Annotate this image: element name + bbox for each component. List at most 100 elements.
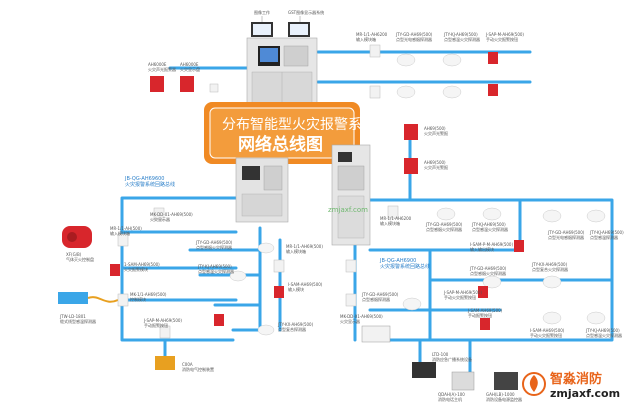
c5: JTY-KX-AH69(500) (277, 322, 314, 327)
top-smoke-detector-2 (396, 85, 416, 99)
c4: I-SAM-AH69(500) (288, 282, 323, 287)
left-loop-devices: MK-DD-01-AH69(500) 火灾显示器 MR-1/1-AH(500) … (58, 207, 323, 372)
cable-s: 消防电气控制装置 (182, 366, 214, 372)
right-smoke-3 (402, 297, 422, 311)
kl-s: 控制模块 (130, 296, 146, 302)
rb6-s: 点型感温火灾探测器 (586, 332, 622, 338)
right-panel-screen (338, 152, 352, 162)
right-smoke-far (542, 209, 562, 223)
banner-line1: 分布智能型火灾报警系统 (222, 116, 376, 133)
watermark: zmjaxf.com (328, 206, 368, 214)
left-control-panel (235, 157, 289, 223)
xj-s: 缆式线型感温探测器 (60, 318, 96, 324)
top-red-b-s: 火灾声光警报 (424, 164, 448, 170)
right-input-module-2 (345, 259, 357, 273)
rr4-s: 点型复合火灾探测器 (532, 266, 568, 272)
xf-mod: 1-SAM-AH69(500) (124, 262, 160, 267)
rb5-s: 手动火灾报警按钮 (530, 332, 562, 338)
box2-s: 消防电话主机 (438, 396, 462, 402)
broadcast-unit (412, 362, 436, 378)
right-heat-1 (482, 207, 502, 221)
rm1-s: 输入模块箱 (380, 220, 400, 226)
rr1-s: 点型光电感烟探测器 (548, 234, 584, 240)
r1-1s: 输入模块箱 (356, 36, 376, 42)
rm4: J-SAM-AH69(500) (467, 308, 503, 313)
laptop-left-screen (253, 24, 271, 35)
xj: JTW-LD-1801 (59, 314, 86, 319)
input-module-left-3 (110, 264, 120, 276)
r1-3s: 点型感温火灾探测器 (444, 36, 480, 42)
mr-input-s: 输入模块箱 (110, 230, 130, 236)
inner-smoke-detector (257, 242, 275, 254)
rm1: MR-1/1-AH6200 (380, 216, 412, 221)
c2-s: 点型感温火灾探测器 (198, 268, 234, 274)
cable-equipment (155, 356, 175, 370)
c3: MR-1/1-AH69(500) (286, 244, 323, 249)
rb4: JTY-GD-AH69(500) (469, 266, 507, 271)
rb3-s: 手动火灾报警按钮 (444, 294, 476, 300)
red-alarm-bottom (404, 158, 418, 174)
rm3-s: 火灾显示器 (340, 318, 360, 324)
right-panel-keys (337, 165, 365, 191)
r1-1: MR-1/1-AH6200 (356, 32, 388, 37)
left-panel-screen (242, 166, 260, 180)
right-smoke-low-far (542, 311, 562, 325)
c3-s: 输入模块箱 (286, 248, 306, 254)
rr4: JTY-KX-AH69(500) (531, 262, 568, 267)
c5-s: 点型复合探测器 (278, 326, 306, 332)
top-input-module-1 (369, 44, 381, 58)
rr1: JTY-GD-AH69(500) (547, 230, 585, 235)
right-input-module-3 (345, 293, 357, 307)
r1-3: JTY-KJ-AH69(500) (443, 32, 478, 37)
rb4-s: 点型感烟火灾探测器 (470, 270, 506, 276)
banner-line2: 网络总线图 (238, 134, 323, 155)
right-display-panel (361, 325, 391, 343)
rb6: JTY-KJ-AH69(500) (585, 328, 620, 333)
bus-right-b: 火灾报警系统回路总线 (380, 263, 430, 270)
monitor-right-label: GST图像显示器系统 (288, 9, 324, 15)
rb1: JTY-GD-AH69(500) (425, 222, 463, 227)
gas-s: 气体灭火控制盘 (66, 256, 94, 262)
right-smoke-2 (482, 275, 502, 289)
mr-input: MR-1/1-AH(500) (110, 226, 142, 231)
left-mod-b-label: AH6000E (180, 62, 199, 67)
console-workstation: 图像工作 GST图像显示器系统 (246, 9, 324, 115)
r1-2s: 点型光电感烟探测器 (396, 36, 432, 42)
left-mod-b-sub: 火灾显示盘 (180, 66, 200, 72)
c2: JTY-KJ-AH69(500) (197, 264, 232, 269)
r1-4: J-SAP-M-AH69(500) (485, 32, 524, 37)
console-panel (283, 45, 309, 67)
inner-heat-detector (229, 270, 247, 282)
rb1-s: 点型感烟火灾探测器 (426, 226, 462, 232)
red-module-a (150, 76, 164, 92)
inner-multi-detector (257, 324, 275, 336)
bus-left-a: JB-QG-AH69600 (124, 176, 164, 182)
c4-s: 输入模块 (288, 286, 304, 292)
r1-2: JTY-GD-AH69(500) (395, 32, 433, 37)
right-loop-devices: MR-1/1-AH6200 输入模块箱 JTY-GD-AH69(500) 点型感… (340, 205, 624, 402)
power-monitor (494, 372, 518, 390)
r1-4s: 手动火灾报警按钮 (486, 36, 518, 42)
inner-input-module (273, 259, 285, 273)
c1-s: 点型感烟火灾探测器 (196, 244, 232, 250)
xf-mod-s: 火灾报警模块 (124, 266, 148, 272)
inner-call-point-2 (214, 314, 224, 326)
top-red-a: AH69(500) (424, 126, 446, 131)
bus-right-a: JB-QG-AH6900 (379, 258, 416, 264)
laptop-right-screen (290, 24, 308, 35)
right-call-point-mid (478, 286, 488, 298)
phone-host (451, 371, 475, 391)
right-call-point-low (480, 318, 490, 330)
top-heat-detector-1 (442, 53, 462, 67)
rm3: MK-DD-01-AH69(500) (340, 314, 383, 319)
top-right-devices: MR-1/1-AH6200 输入模块箱 JTY-GD-AH69(500) 点型光… (356, 32, 524, 99)
right-smoke-1 (436, 207, 456, 221)
linear-heat-detector (58, 292, 88, 304)
console-screen-inner (260, 48, 278, 62)
top-heat-detector-2 (442, 85, 462, 99)
input-module-left-4 (117, 293, 129, 307)
kf: J-SAP-M-AH69(500) (143, 318, 182, 323)
rb5: I-SAM-AH69(500) (530, 328, 565, 333)
top-call-point-1 (488, 52, 498, 64)
